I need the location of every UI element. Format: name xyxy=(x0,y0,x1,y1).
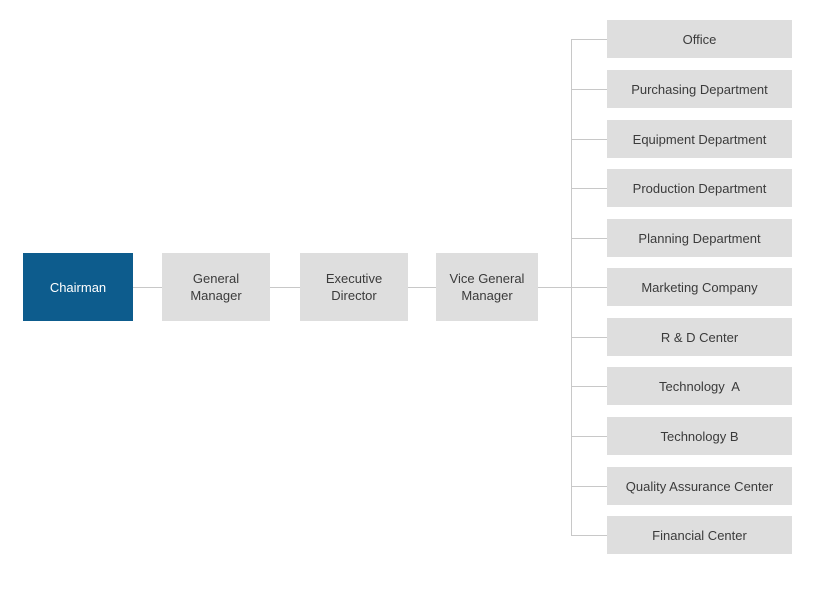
org-node-purchasing-department[interactable]: Purchasing Department xyxy=(607,70,792,108)
org-node-executive-director[interactable]: Executive Director xyxy=(300,253,408,321)
node-label: Vice General Manager xyxy=(449,271,525,303)
connector-stub-planning-department xyxy=(571,238,607,239)
node-label: Equipment Department xyxy=(632,131,767,147)
connector-stub-financial-center xyxy=(571,535,607,536)
org-node-planning-department[interactable]: Planning Department xyxy=(607,219,792,257)
org-node-marketing-company[interactable]: Marketing Company xyxy=(607,268,792,306)
org-node-financial-center[interactable]: Financial Center xyxy=(607,516,792,554)
node-label: Purchasing Department xyxy=(631,81,768,97)
node-label: Production Department xyxy=(632,180,767,196)
org-node-chairman[interactable]: Chairman xyxy=(23,253,133,321)
node-label: Planning Department xyxy=(638,230,761,246)
node-label: Office xyxy=(682,31,717,47)
org-node-equipment-department[interactable]: Equipment Department xyxy=(607,120,792,158)
connector-stub-purchasing-department xyxy=(571,89,607,90)
connector-stub-quality-assurance-center xyxy=(571,486,607,487)
org-node-general-manager[interactable]: General Manager xyxy=(162,253,270,321)
connector-general-manager-executive-director xyxy=(269,287,300,288)
connector-stub-office xyxy=(571,39,607,40)
connector-stub-technology-a xyxy=(571,386,607,387)
org-node-vice-general-manager[interactable]: Vice General Manager xyxy=(436,253,538,321)
connector-stub-r-and-d-center xyxy=(571,337,607,338)
connector-executive-director-vice-general-manager xyxy=(408,287,436,288)
node-label: Marketing Company xyxy=(641,279,758,295)
org-node-r-and-d-center[interactable]: R & D Center xyxy=(607,318,792,356)
node-label: General Manager xyxy=(190,271,242,303)
connector-stub-technology-b xyxy=(571,436,607,437)
connector-stub-equipment-department xyxy=(571,139,607,140)
org-node-office[interactable]: Office xyxy=(607,20,792,58)
node-label: Technology B xyxy=(660,428,739,444)
org-node-production-department[interactable]: Production Department xyxy=(607,169,792,207)
connector-stub-marketing-company xyxy=(571,287,607,288)
node-label: Technology A xyxy=(659,378,740,394)
org-node-technology-b[interactable]: Technology B xyxy=(607,417,792,455)
connector-stub-production-department xyxy=(571,188,607,189)
connector-chairman-general-manager xyxy=(133,287,162,288)
node-label: R & D Center xyxy=(660,329,739,345)
org-node-technology-a[interactable]: Technology A xyxy=(607,367,792,405)
node-label: Quality Assurance Center xyxy=(625,478,774,494)
node-label: Financial Center xyxy=(652,527,747,543)
node-label: Chairman xyxy=(49,279,107,295)
org-node-quality-assurance-center[interactable]: Quality Assurance Center xyxy=(607,467,792,505)
node-label: Executive Director xyxy=(325,271,383,303)
